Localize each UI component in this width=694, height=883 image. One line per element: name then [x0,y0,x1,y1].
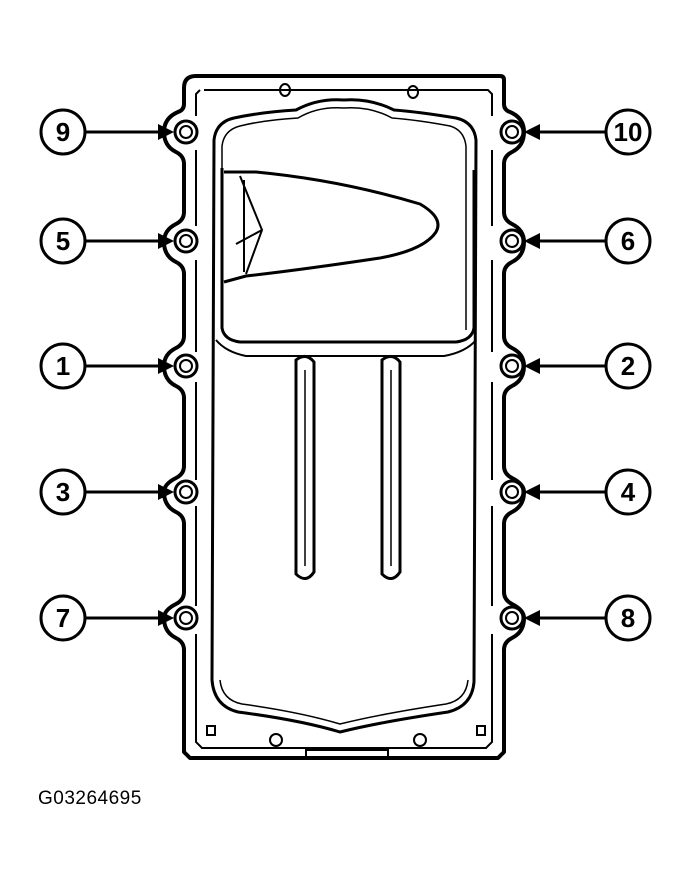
arrowhead-4 [524,484,540,500]
callout-circle-9 [39,108,87,156]
bolt-hole-6 [499,228,525,254]
bolt-hole-9 [173,119,199,145]
callout-circle-3 [39,468,87,516]
callout-number-5: 5 [56,226,70,256]
pan-flange-inner [195,89,493,749]
pickup-cone [223,170,440,284]
flange-slot [206,725,216,736]
callout-number-2: 2 [621,351,635,381]
callout-number-8: 8 [621,603,635,633]
callout-circle-2 [604,342,652,390]
flange-hole [413,733,427,747]
callout-circle-6 [604,217,652,265]
bolt-hole-1 [173,353,199,379]
arrowhead-10 [524,124,540,140]
bolt-hole-10 [499,119,525,145]
bolt-hole-5 [173,228,199,254]
figure-id: G03264695 [38,788,142,809]
pickup-cone-inner [235,175,264,275]
rib-left [294,355,316,580]
bolt-hole-4 [499,479,525,505]
flange-hole [279,83,291,97]
callout-circle-7 [39,594,87,642]
arrowhead-3 [158,484,174,500]
bolt-hole-3 [173,479,199,505]
drain-lip [305,749,389,759]
bolt-hole-7 [173,605,199,631]
callout-number-9: 9 [56,117,70,147]
callout-number-4: 4 [621,477,636,507]
bolt-hole-2 [499,353,525,379]
callout-circle-4 [604,468,652,516]
arrowhead-2 [524,358,540,374]
callout-circle-1 [39,342,87,390]
pan-sump-inner [219,106,469,725]
callout-circle-8 [604,594,652,642]
arrowhead-6 [524,233,540,249]
pan-flange-outer [162,74,526,760]
arrowhead-5 [158,233,174,249]
callout-number-6: 6 [621,226,635,256]
rib-right [380,355,402,580]
callout-number-10: 10 [614,117,643,147]
flange-hole [269,733,283,747]
callout-circle-10 [604,108,652,156]
arrowhead-9 [158,124,174,140]
callout-number-3: 3 [56,477,70,507]
bolt-callouts: 9 10 5 6 1 2 3 4 7 8 [39,108,652,642]
callout-circle-5 [39,217,87,265]
baffle-shelf [220,168,476,344]
flange-hole [407,85,419,99]
pan-sump [210,98,478,734]
arrowhead-7 [158,610,174,626]
callout-number-1: 1 [56,351,70,381]
callout-number-7: 7 [56,603,70,633]
arrowhead-1 [158,358,174,374]
bolt-hole-8 [499,605,525,631]
flange-slot [476,725,486,736]
arrowhead-8 [524,610,540,626]
baffle-shelf-edge [215,339,477,357]
